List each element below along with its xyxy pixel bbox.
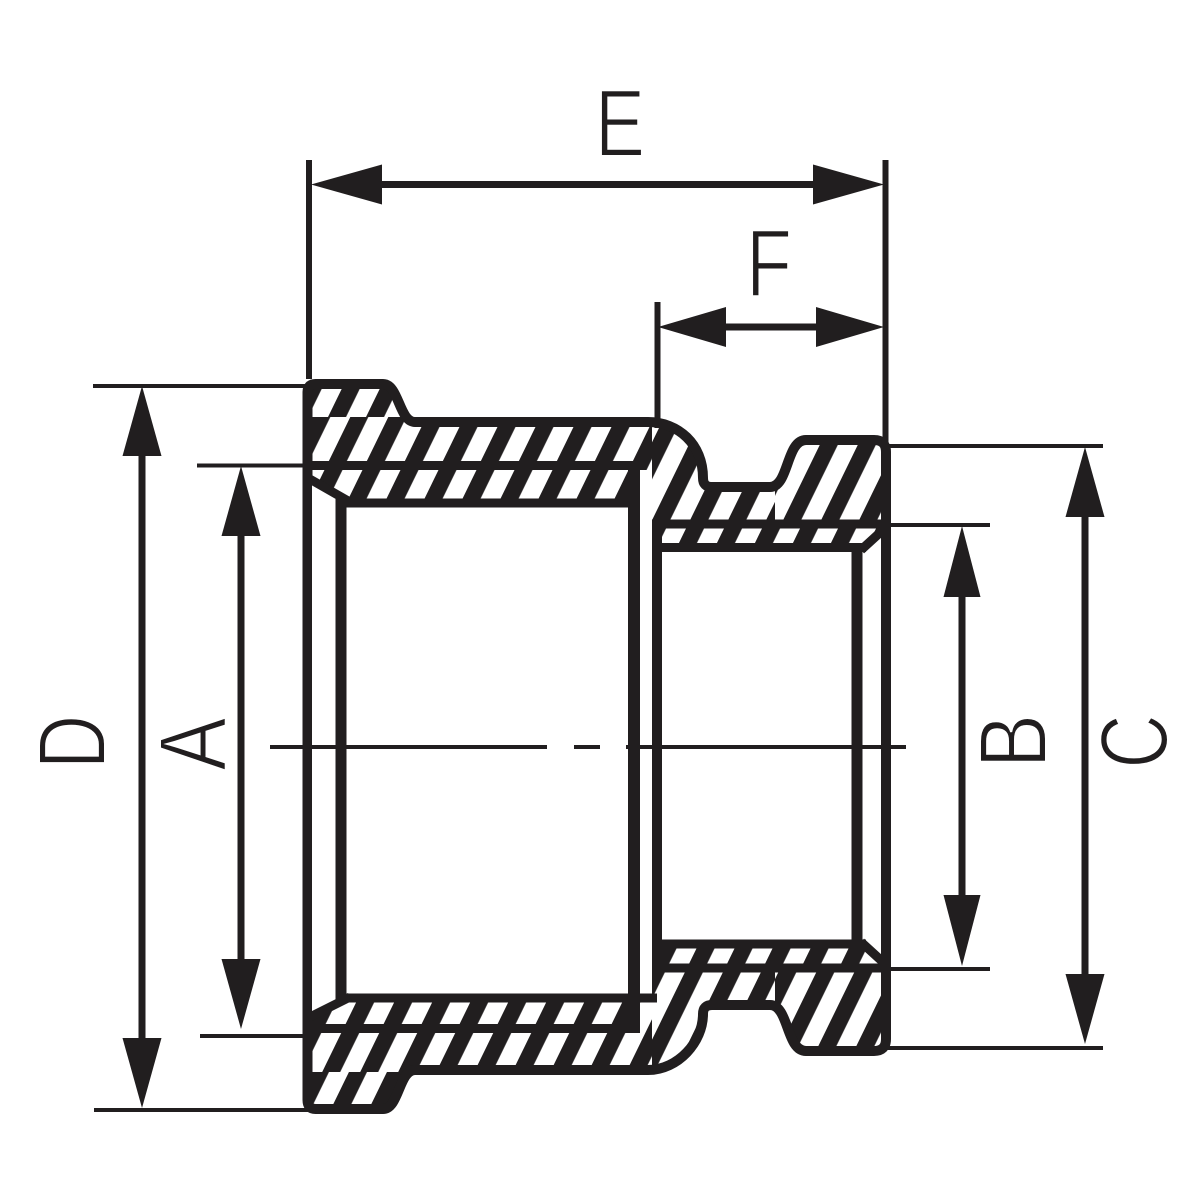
svg-text:E: E (595, 70, 645, 177)
svg-text:B: B (959, 714, 1067, 768)
svg-text:C: C (1081, 714, 1188, 768)
svg-text:D: D (19, 715, 126, 769)
svg-text:F: F (746, 210, 792, 317)
svg-text:A: A (139, 717, 247, 770)
